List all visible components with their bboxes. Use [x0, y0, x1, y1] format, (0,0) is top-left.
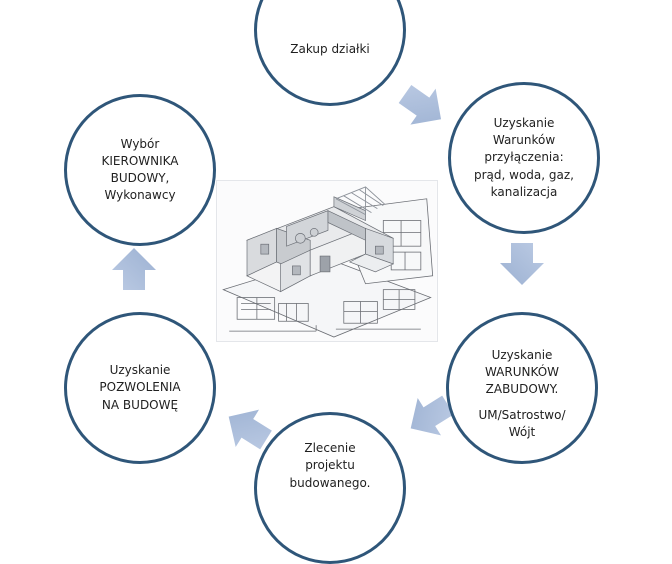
step-label: Uzyskanie Warunków przyłączenia: prąd, w… — [474, 116, 574, 199]
step-pozwolenie-na-budowe: Uzyskanie POZWOLENIA NA BUDOWĘ — [64, 312, 216, 464]
step-sublabel: UM/Satrostwo/ Wójt — [478, 407, 566, 439]
step-label: Zakup działki — [290, 42, 370, 57]
arrow-step5-to-step6 — [112, 248, 156, 290]
step-label: Uzyskanie WARUNKÓW ZABUDOWY. — [484, 348, 560, 397]
step-label: Zlecenie projektu budowanego. — [289, 441, 371, 490]
process-cycle-diagram: Zakup działki Uzyskanie Warunków przyłąc… — [64, 0, 600, 564]
cycle-arrows — [112, 84, 544, 450]
arrow-step3-to-step4 — [410, 395, 454, 436]
step-zlecenie-projektu: Zlecenie projektu budowanego. — [254, 412, 406, 564]
step-warunki-zabudowy: Uzyskanie WARUNKÓW ZABUDOWY. UM/Satrostw… — [446, 312, 598, 464]
step-label: Uzyskanie POZWOLENIA NA BUDOWĘ — [99, 363, 181, 412]
arrow-step1-to-step2 — [398, 84, 442, 125]
step-label: Wybór KIEROWNIKA BUDOWY, Wykonawcy — [101, 136, 179, 203]
arrow-step4-to-step5 — [228, 409, 272, 450]
house-blueprint-illustration — [216, 180, 438, 342]
step-warunki-przylaczenia: Uzyskanie Warunków przyłączenia: prąd, w… — [448, 82, 600, 234]
step-label-group: Uzyskanie WARUNKÓW ZABUDOWY. UM/Satrostw… — [468, 330, 575, 457]
step-wybor-kierownika: Wybór KIEROWNIKA BUDOWY, Wykonawcy — [64, 94, 216, 246]
arrow-step2-to-step3 — [500, 243, 544, 285]
